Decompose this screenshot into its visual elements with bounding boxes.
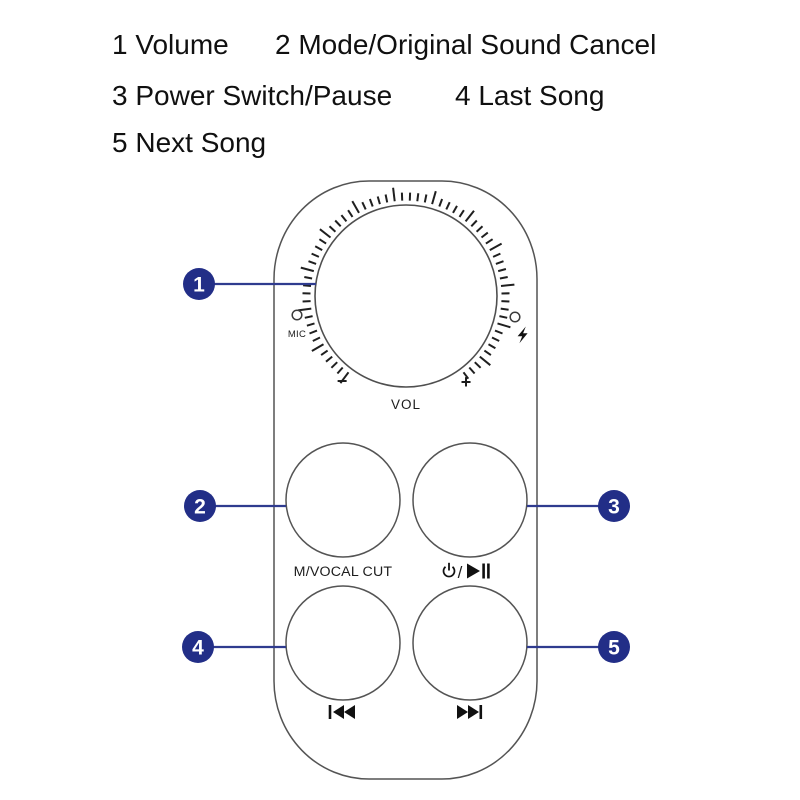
- next-track-icon: [457, 705, 483, 719]
- mic-label: MIC: [288, 329, 306, 340]
- legend-item-volume: 1 Volume: [112, 29, 229, 60]
- callout-3-power: 3: [527, 490, 630, 522]
- volume-minus-label: −: [337, 371, 348, 391]
- previous-track-icon: [328, 705, 355, 719]
- volume-dial: [314, 204, 498, 388]
- callout-5-number: 5: [608, 637, 620, 660]
- legend-item-power-switch-pause: 3 Power Switch/Pause: [112, 80, 393, 111]
- mic-hole-icon: [291, 309, 303, 321]
- callout-5-next-song: 5: [527, 631, 630, 663]
- callout-3-number: 3: [608, 496, 620, 519]
- mode-vocal-cut-button: [285, 442, 401, 558]
- mode-vocal-cut-label: M/VOCAL CUT: [294, 564, 393, 580]
- charge-hole-icon: [509, 311, 521, 323]
- power-play-separator: /: [458, 563, 463, 582]
- callout-4-last-song: 4: [182, 631, 286, 663]
- vol-label: VOL: [391, 397, 421, 412]
- lightning-icon: [517, 326, 528, 344]
- power-play-pause-button: [412, 442, 528, 558]
- callout-4-number: 4: [192, 637, 204, 660]
- legend-item-next-song: 5 Next Song: [112, 127, 267, 158]
- legend-item-last-song: 4 Last Song: [455, 80, 605, 111]
- legend-item-mode-original-sound-cancel: 2 Mode/Original Sound Cancel: [275, 29, 657, 60]
- dial-ticks: [297, 187, 515, 384]
- power-icon: [442, 562, 456, 578]
- volume-plus-label: +: [461, 372, 472, 392]
- callout-1-number: 1: [193, 274, 205, 297]
- callout-1-volume: 1: [183, 268, 316, 300]
- next-song-button: [412, 585, 528, 701]
- play-pause-icon: [467, 563, 490, 579]
- callout-2-mode: 2: [184, 490, 286, 522]
- power-play-pause-label: /: [442, 562, 490, 582]
- last-song-button: [285, 585, 401, 701]
- callout-2-number: 2: [194, 496, 206, 519]
